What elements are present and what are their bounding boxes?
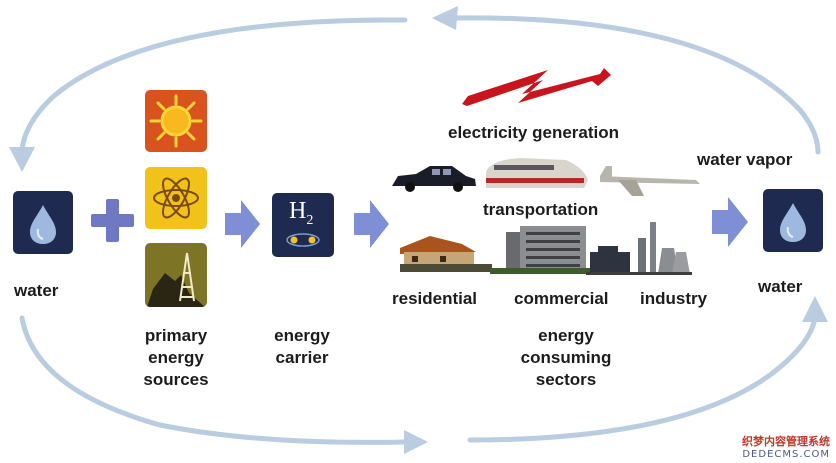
sun-box bbox=[145, 90, 207, 152]
cycle-arc-bottom-right bbox=[467, 315, 818, 443]
flow-arrow-2 bbox=[354, 200, 389, 248]
water-drop-icon bbox=[30, 205, 56, 244]
watermark: 织梦内容管理系统 DEDECMS.COM bbox=[742, 433, 830, 460]
house-icon bbox=[400, 236, 492, 272]
car-icon bbox=[392, 166, 476, 192]
cycle-arrowhead-left bbox=[9, 147, 35, 172]
water-vapor-label: water vapor bbox=[697, 150, 793, 169]
water-drop-icon bbox=[780, 203, 806, 242]
oil-box bbox=[145, 243, 207, 307]
plus-icon bbox=[91, 199, 134, 242]
residential-label: residential bbox=[392, 289, 478, 308]
atom-box bbox=[145, 167, 207, 229]
electricity-generation-label: electricity generation bbox=[448, 123, 620, 142]
factory-icon bbox=[586, 222, 692, 275]
cycle-arrowhead-right bbox=[802, 296, 828, 322]
oil-derrick-icon bbox=[147, 252, 205, 307]
cycle-arc-bottom-left bbox=[19, 315, 408, 445]
flow-arrow-3 bbox=[712, 197, 748, 247]
atom-icon bbox=[153, 177, 199, 219]
commercial-label: commercial bbox=[514, 289, 609, 308]
train-icon bbox=[486, 158, 588, 188]
water-right-box bbox=[763, 189, 823, 252]
cycle-arc-top-left bbox=[19, 17, 408, 153]
cycle-arrowhead-top bbox=[432, 6, 458, 30]
cycle-arrowhead-bottom bbox=[404, 430, 428, 454]
lightning-icon bbox=[462, 68, 611, 106]
energy-carrier-label: energy carrier bbox=[274, 326, 330, 367]
watermark-line2: DEDECMS.COM bbox=[742, 449, 830, 460]
cycle-arc-top-right bbox=[447, 15, 821, 155]
consuming-sectors-label: energy consuming sectors bbox=[520, 326, 612, 389]
hydrogen-box: H2 bbox=[272, 193, 334, 257]
water-left-label: water bbox=[14, 281, 59, 300]
sun-icon bbox=[149, 94, 203, 148]
hydrogen-symbol: H2 bbox=[289, 198, 314, 228]
office-building-icon bbox=[490, 226, 610, 274]
primary-sources-label: primary energy sources bbox=[143, 326, 209, 389]
transportation-label: transportation bbox=[483, 200, 599, 219]
airplane-icon bbox=[600, 166, 700, 196]
industry-label: industry bbox=[640, 289, 708, 308]
water-right-label: water bbox=[758, 277, 803, 296]
watermark-line1: 织梦内容管理系统 bbox=[742, 435, 830, 448]
hydrogen-icon bbox=[286, 233, 320, 247]
water-left-box bbox=[13, 191, 73, 254]
flow-arrow-1 bbox=[225, 200, 260, 248]
